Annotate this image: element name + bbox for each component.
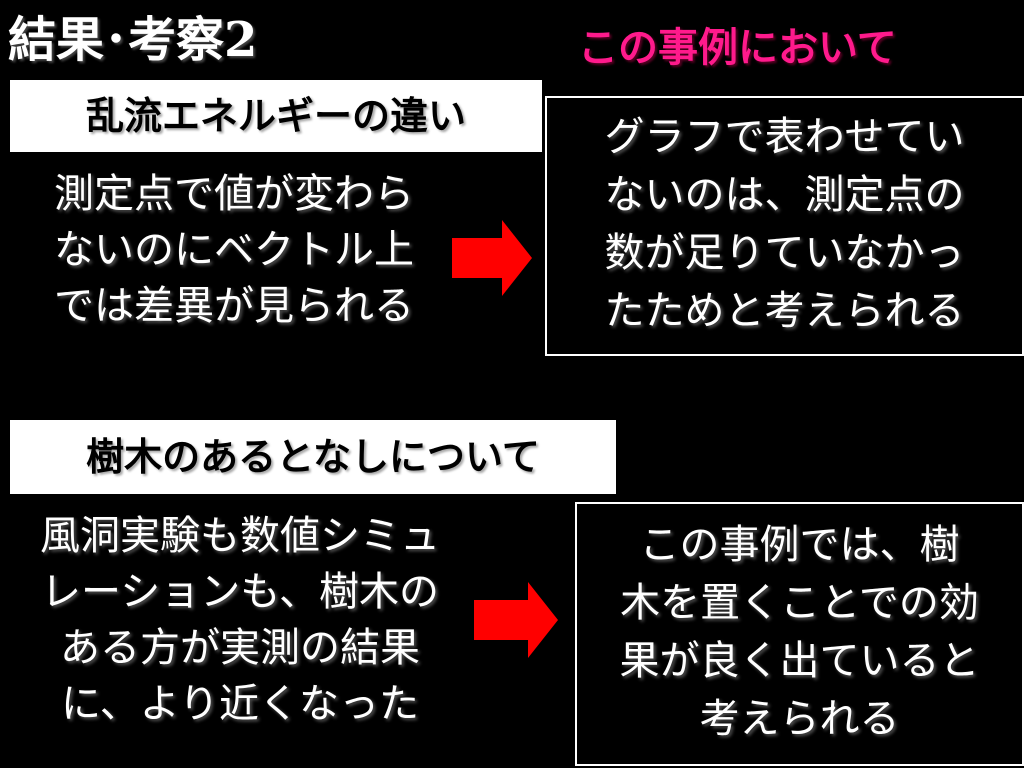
right-arrow-icon xyxy=(474,582,558,658)
slide-title: 結果･考察2 xyxy=(8,12,258,68)
result-line: 考えられる xyxy=(699,696,900,742)
observation-line: 測定点で値が変わら xyxy=(54,171,414,217)
observation-line: ある方が実測の結果 xyxy=(60,625,420,671)
result-line: 数が足りていなかっ xyxy=(604,230,965,276)
section2-observation: 風洞実験も数値シミュ レーションも、樹木の ある方が実測の結果 に、より近くなっ… xyxy=(0,508,480,732)
section1-result-box: グラフで表わせてい ないのは、測定点の 数が足りていなかっ たためと考えられる xyxy=(545,96,1024,356)
observation-line: レーションも、樹木の xyxy=(41,569,439,615)
result-line: 木を置くことでの効 xyxy=(620,580,979,626)
result-line: たためと考えられる xyxy=(604,288,965,334)
observation-line: 風洞実験も数値シミュ xyxy=(40,513,440,559)
result-line: ないのは、測定点の xyxy=(604,172,965,218)
section1-label: 乱流エネルギーの違い xyxy=(10,80,542,152)
observation-line: ないのにベクトル上 xyxy=(54,227,414,273)
result-line: この事例では、樹 xyxy=(639,522,960,568)
section2-result-box: この事例では、樹 木を置くことでの効 果が良く出ていると 考えられる xyxy=(575,502,1024,766)
observation-line: では差異が見られる xyxy=(54,283,414,329)
result-line: 果が良く出ていると xyxy=(619,638,980,684)
section1-observation: 測定点で値が変わら ないのにベクトル上 では差異が見られる xyxy=(4,166,464,334)
right-arrow-icon xyxy=(452,220,532,296)
observation-line: に、より近くなった xyxy=(61,681,419,727)
section2-label: 樹木のあるとなしについて xyxy=(10,420,616,494)
slide-subtitle: この事例において xyxy=(578,25,897,71)
result-line: グラフで表わせてい xyxy=(604,114,965,160)
